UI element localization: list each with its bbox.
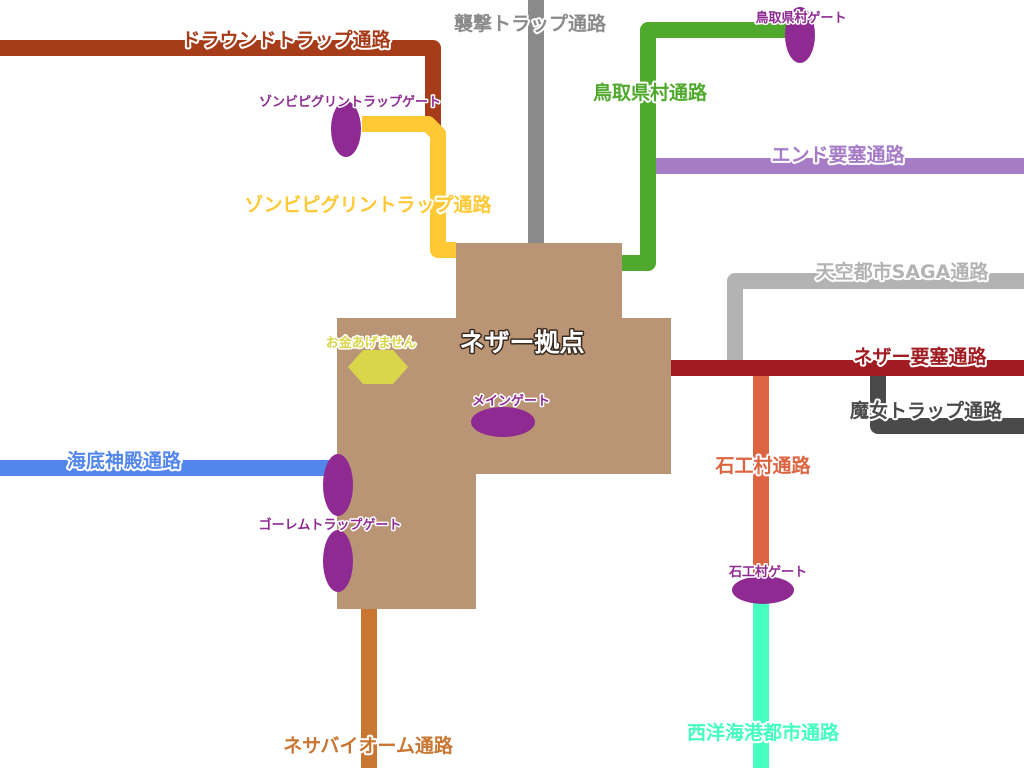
poi-label: お金あげません: [326, 335, 417, 351]
label-gate-tottori: 鳥取県村ゲート: [755, 10, 846, 26]
label-gate-stone: 石工村ゲート: [728, 564, 807, 580]
label-gate-main: メインゲート: [472, 393, 550, 409]
route-witch[interactable]: [870, 372, 1024, 434]
label-nether: ネザー要塞通路: [853, 345, 987, 368]
route-zombie[interactable]: [362, 116, 456, 258]
label-tottori: 鳥取県村通路: [593, 81, 708, 104]
label-gate-golem: ゴーレムトラップゲート: [259, 517, 402, 533]
label-gate-zombie: ゾンビピグリントラップゲート: [259, 94, 441, 110]
gate-tottori[interactable]: [785, 7, 815, 63]
gate-golem-lower[interactable]: [323, 530, 353, 592]
gate-main[interactable]: [471, 407, 535, 437]
hub-title: ネザー拠点: [459, 328, 584, 357]
gate-labels: 鳥取県村ゲート ゾンビピグリントラップゲート メインゲート ゴーレムトラップゲー…: [257, 9, 848, 582]
label-witch: 魔女トラップ通路: [850, 399, 1003, 422]
label-ocean: 海底神殿通路: [67, 449, 182, 472]
label-nether-biome: ネサバイオーム通路: [283, 734, 454, 757]
gate-golem-upper[interactable]: [323, 454, 353, 516]
label-stone: 石工村通路: [714, 454, 811, 477]
label-end: エンド要塞通路: [771, 143, 905, 166]
label-raid: 襲撃トラップ通路: [454, 12, 607, 35]
gates: [323, 7, 815, 604]
label-saga: 天空都市SAGA通路: [816, 260, 990, 283]
label-western: 西洋海港都市通路: [687, 721, 840, 744]
route-drownd[interactable]: [0, 40, 441, 132]
route-tottori[interactable]: [620, 22, 800, 271]
label-zombie: ゾンビピグリントラップ通路: [244, 193, 492, 216]
route-labels: ドラウンドトラップ通路 襲撃トラップ通路 鳥取県村通路 ゾンビピグリントラップ通…: [65, 10, 1005, 759]
gate-zombie[interactable]: [331, 101, 361, 157]
route-saga[interactable]: [727, 273, 1024, 360]
label-drownd: ドラウンドトラップ通路: [181, 28, 391, 51]
gate-stone[interactable]: [732, 576, 794, 604]
poi-hexagon[interactable]: [348, 350, 408, 384]
